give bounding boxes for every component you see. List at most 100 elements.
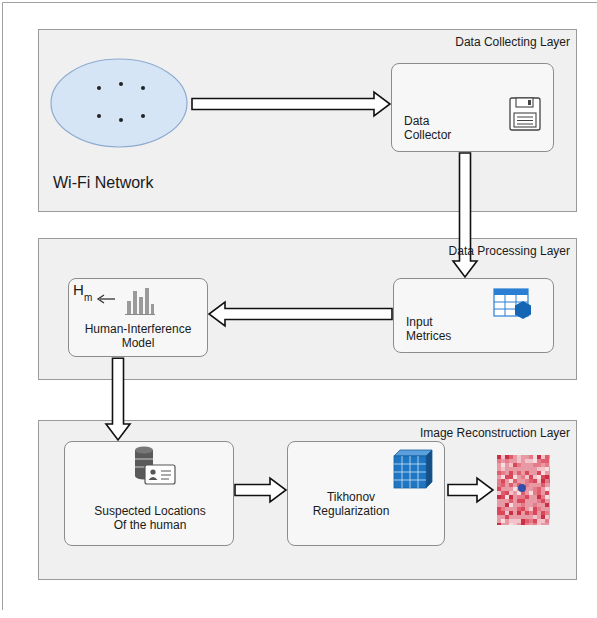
- image-pixel: [517, 471, 521, 475]
- image-pixel: [497, 455, 501, 459]
- image-pixel: [521, 475, 525, 479]
- image-pixel: [541, 475, 545, 479]
- image-pixel: [545, 503, 549, 507]
- image-pixel: [513, 479, 517, 483]
- image-pixel: [497, 495, 501, 499]
- image-ground: [497, 455, 550, 525]
- image-pixel: [509, 495, 513, 499]
- image-pixel: [529, 459, 533, 463]
- image-pixel: [501, 519, 505, 523]
- image-pixel: [541, 511, 545, 515]
- process-box: Human-Interference Model: [68, 278, 208, 357]
- image-pixel: [541, 459, 545, 463]
- image-pixel: [537, 491, 541, 495]
- image-pixel: [537, 459, 541, 463]
- image-pixel: [509, 491, 513, 495]
- image-pixel: [509, 479, 513, 483]
- image-pixel: [549, 519, 550, 523]
- image-pixel: [501, 495, 505, 499]
- icon-part: [510, 98, 540, 130]
- icon-part: [51, 59, 187, 147]
- image-pixel: [501, 483, 505, 487]
- node-label: Data Collector: [404, 114, 474, 142]
- icon-part: [133, 291, 137, 314]
- image-pixel: [509, 483, 513, 487]
- image-pixel: [509, 455, 513, 459]
- image-pixel: [533, 479, 537, 483]
- image-pixel: [505, 455, 509, 459]
- image-pixel: [517, 507, 521, 511]
- icon-part: [394, 450, 432, 456]
- image-pixel: [525, 471, 529, 475]
- icon-part: [161, 479, 169, 480]
- image-pixel: [549, 523, 550, 525]
- image-pixel: [501, 455, 505, 459]
- icon-part: [516, 98, 533, 107]
- icon-part: [517, 124, 533, 125]
- located-person: [518, 484, 526, 492]
- image-pixel: [513, 519, 517, 523]
- image-pixel: [537, 467, 541, 471]
- image-pixel: [525, 475, 529, 479]
- image-pixel: [501, 479, 505, 483]
- image-pixel: [537, 463, 541, 467]
- image-pixel: [517, 519, 521, 523]
- image-pixel: [517, 459, 521, 463]
- image-pixel: [541, 467, 545, 471]
- icon-part: [135, 447, 153, 454]
- icon-part: [125, 314, 155, 315]
- icon-part: [517, 120, 533, 121]
- image-pixel: [501, 463, 505, 467]
- image-pixel: [541, 483, 545, 487]
- image-pixel: [545, 519, 549, 523]
- image-pixel: [533, 515, 537, 519]
- image-pixel: [509, 523, 513, 525]
- icon-part: [98, 295, 104, 303]
- image-pixel: [529, 479, 533, 483]
- image-pixel: [513, 523, 517, 525]
- image-pixel: [533, 491, 537, 495]
- image-pixel: [533, 503, 537, 507]
- image-pixel: [533, 523, 537, 525]
- icon-part: [517, 117, 533, 118]
- image-pixel: [501, 471, 505, 475]
- image-pixel: [497, 507, 501, 511]
- image-pixel: [525, 495, 529, 499]
- image-pixel: [497, 483, 501, 487]
- image-pixel: [541, 455, 545, 459]
- icon-part: [97, 86, 101, 90]
- image-pixel: [521, 503, 525, 507]
- image-pixel: [549, 459, 550, 463]
- icon-part: [100, 298, 115, 299]
- icon-part: [149, 477, 158, 480]
- image-pixel: [537, 519, 541, 523]
- node-label: Suspected Locations Of the human: [91, 504, 209, 532]
- image-pixel: [549, 463, 550, 467]
- image-pixel: [533, 487, 537, 491]
- image-pixel: [497, 459, 501, 463]
- image-pixel: [517, 499, 521, 503]
- image-pixel: [505, 475, 509, 479]
- image-pixel: [521, 499, 525, 503]
- process-box: Tikhonov Regularization: [287, 441, 445, 546]
- icon-part: [394, 464, 426, 465]
- image-pixel: [497, 491, 501, 495]
- image-pixel: [505, 503, 509, 507]
- image-pixel: [537, 507, 541, 511]
- frame-line: [3, 2, 597, 3]
- image-pixel: [525, 523, 529, 525]
- icon-part: [161, 471, 171, 472]
- icon-part: [394, 480, 426, 481]
- layer-heading: Image Reconstruction Layer: [394, 426, 570, 440]
- icon-part: [151, 304, 154, 314]
- image-pixel: [501, 511, 505, 515]
- layer-heading: Data Processing Layer: [394, 244, 570, 258]
- image-pixel: [505, 495, 509, 499]
- icon-part: [141, 86, 145, 90]
- frame-line: [2, 3, 3, 611]
- image-pixel: [537, 471, 541, 475]
- image-pixel: [529, 455, 533, 459]
- image-pixel: [545, 487, 549, 491]
- image-pixel: [545, 515, 549, 519]
- image-pixel: [505, 515, 509, 519]
